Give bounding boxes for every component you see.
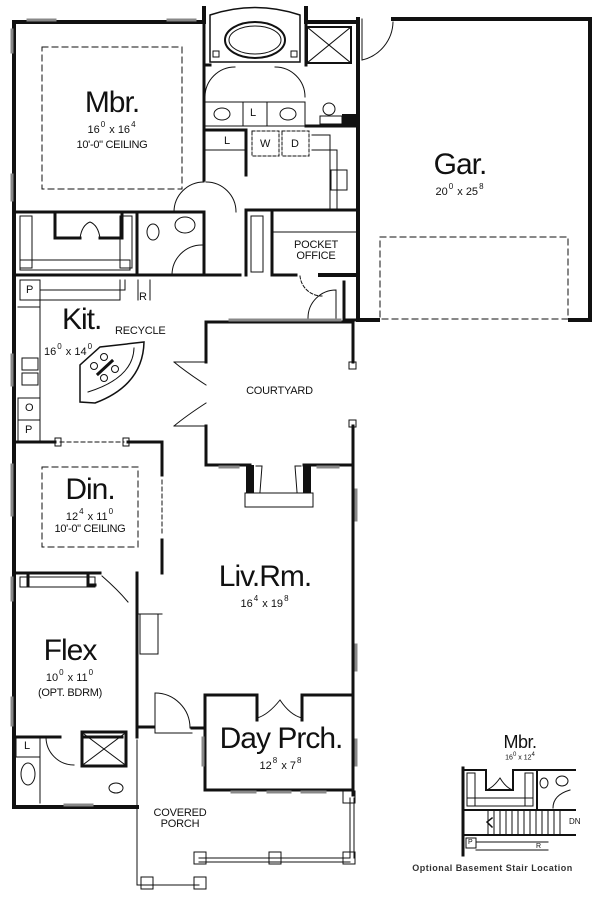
room-label-covered-porch: COVERED PORCH — [140, 808, 220, 830]
room-name: Flex — [43, 634, 98, 667]
room-dimensions: 124 x 110 — [65, 507, 114, 523]
covered-porch-outline — [136, 739, 355, 886]
inset-room-dimensions: 160 x 124 — [505, 752, 535, 762]
pocket-office-line2: OFFICE — [296, 250, 336, 262]
room-dimensions: 200 x 258 — [435, 182, 484, 198]
room-dimensions: 128 x 78 — [259, 756, 302, 772]
mbr-ceiling-outline — [41, 46, 183, 190]
room-dimensions: 100 x 110 — [45, 668, 94, 684]
room-label-kitchen: Kit. — [62, 303, 102, 336]
fixture-linen-bath: L — [250, 107, 256, 119]
fixture-pantry-bottom: P — [25, 424, 33, 436]
room-name: Day Prch. — [219, 722, 344, 755]
windows — [10, 18, 358, 807]
closet-shelving-flex — [19, 576, 96, 588]
room-name: Gar. — [433, 148, 488, 181]
inset-room-name: Mbr. — [503, 732, 537, 752]
fixture-linen-flex: L — [24, 740, 30, 752]
inset-refrigerator-label: R — [536, 843, 542, 850]
inset-room-label: Mbr. 160 x 124 — [490, 733, 550, 761]
room-label-courtyard: COURTYARD — [206, 386, 353, 397]
ceiling-note: 10'-0" CEILING — [76, 139, 148, 151]
fixture-linen-hall: L — [224, 135, 230, 147]
closet-shelving-left — [19, 215, 133, 271]
kitchen-island — [79, 341, 145, 404]
room-label-pocket-office: POCKET OFFICE — [276, 240, 356, 262]
room-name: Kit. — [62, 303, 102, 336]
fixture-oven: O — [25, 402, 34, 414]
garage-car-outline — [379, 236, 569, 320]
ceiling-note: 10'-0" CEILING — [54, 523, 126, 535]
fireplace-hearth — [244, 492, 314, 508]
room-label-day-porch: Day Prch. 128 x 78 — [210, 724, 352, 772]
flex-note: (OPT. BDRM) — [38, 687, 102, 699]
room-name: Liv.Rm. — [218, 560, 312, 593]
room-label-living: Liv.Rm. 164 x 198 — [200, 562, 330, 610]
room-label-dining: Din. 124 x 110 10'-0" CEILING — [44, 475, 136, 535]
inset-caption: Optional Basement Stair Location — [412, 863, 573, 873]
covered-porch-line1: COVERED — [153, 807, 207, 819]
inset-basement-stair — [461, 766, 576, 857]
fixture-pantry-top: P — [26, 284, 34, 296]
inset-pantry-label: P — [468, 839, 473, 846]
recycle-label: RECYCLE — [115, 325, 166, 337]
room-dimensions: 160 x 164 — [87, 120, 136, 136]
inset-down-label: DN — [569, 817, 581, 826]
room-label-flex: Flex 100 x 110 (OPT. BDRM) — [20, 636, 120, 699]
room-label-master-bedroom: Mbr. 160 x 164 10'-0" CEILING — [62, 88, 162, 151]
dining-ceiling-outline — [41, 466, 139, 548]
room-name: Din. — [65, 473, 115, 506]
fixture-washer: W — [260, 138, 271, 150]
room-name: Mbr. — [84, 86, 140, 119]
room-label-garage: Gar. 200 x 258 — [410, 150, 510, 198]
room-dimensions: 164 x 198 — [240, 594, 289, 610]
exterior-walls — [12, 6, 360, 809]
porch-columns — [140, 790, 356, 890]
pocket-office-line1: POCKET — [293, 239, 339, 251]
kitchen-dimensions: 160 x 140 — [44, 342, 93, 358]
fixture-refrigerator: R — [139, 291, 147, 303]
day-porch-walls — [203, 693, 355, 792]
courtyard-name: COURTYARD — [246, 385, 313, 397]
covered-porch-line2: PORCH — [160, 818, 200, 830]
fixture-dryer: D — [291, 138, 299, 150]
